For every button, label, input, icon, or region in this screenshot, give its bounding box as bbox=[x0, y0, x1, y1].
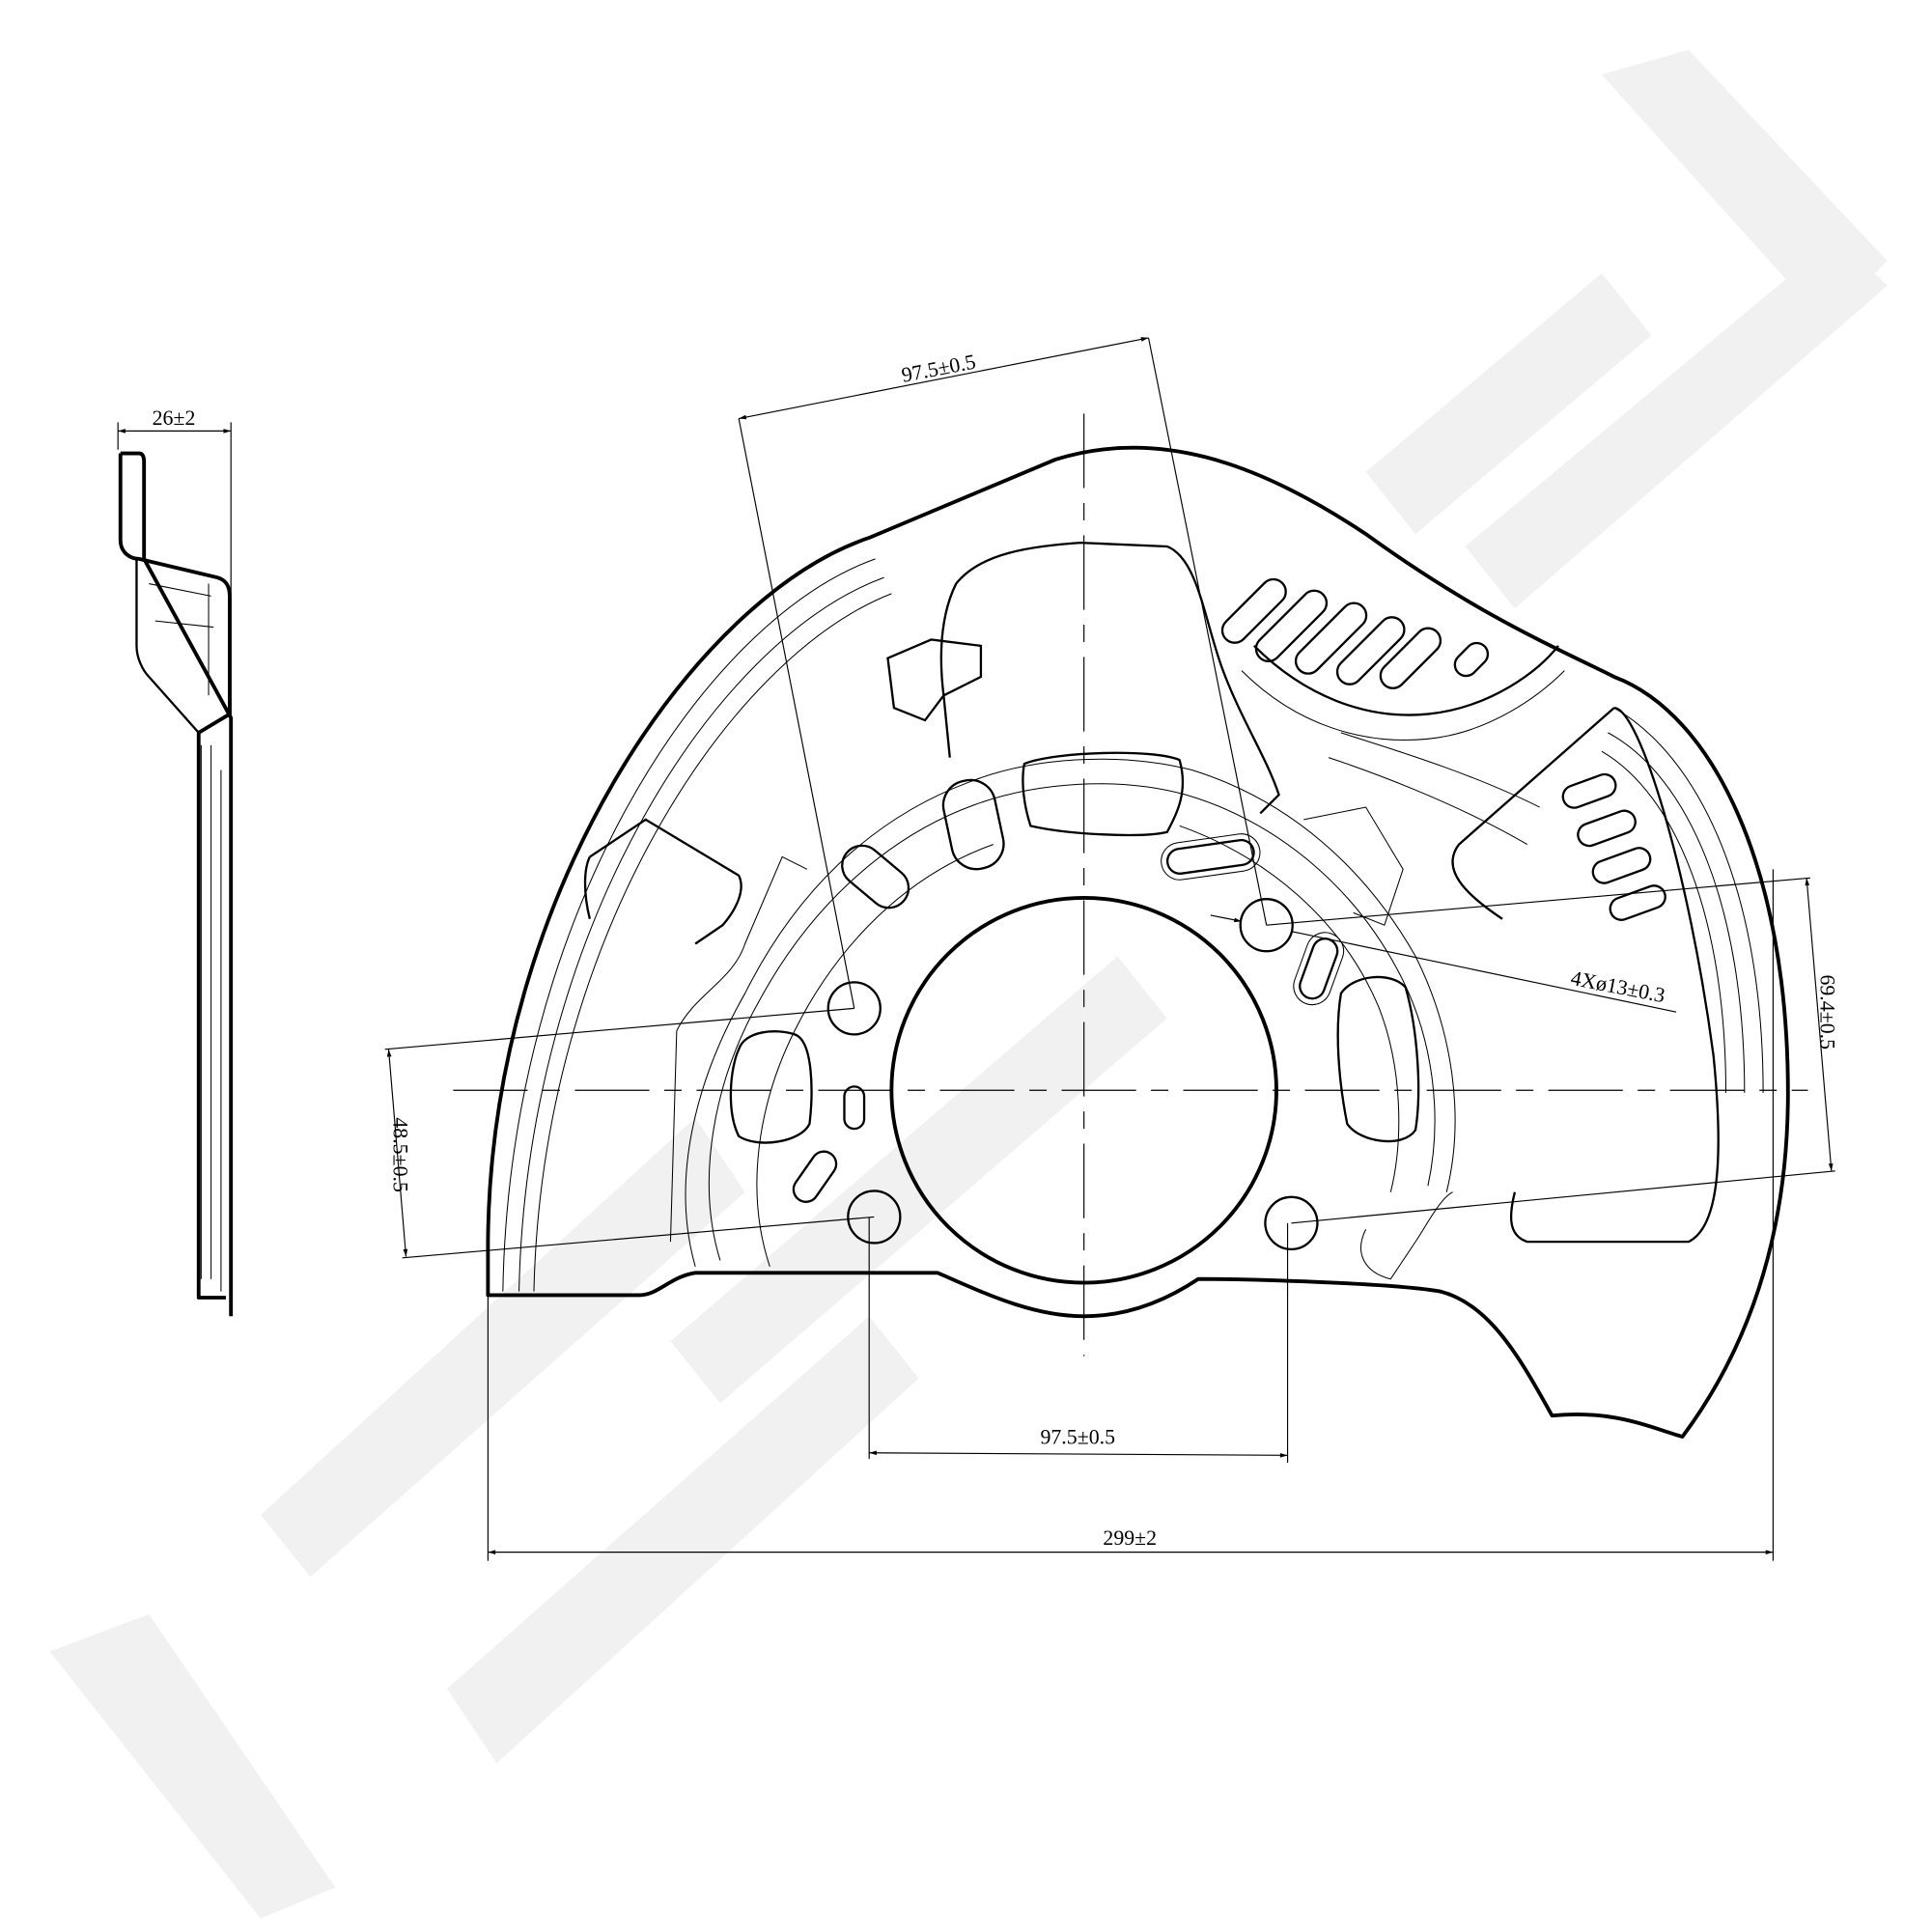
dimension-bottom-bolt-spacing: 97.5±0.5 bbox=[868, 1217, 1289, 1464]
right-vertical-label: 69.4±0.5 bbox=[1815, 974, 1838, 1049]
bolt-hole bbox=[1239, 898, 1294, 953]
side-view: 26±2 bbox=[117, 406, 234, 1317]
bolt-hole bbox=[847, 1189, 902, 1245]
top-bolt-spacing-label: 97.5±0.5 bbox=[900, 350, 978, 386]
watermark bbox=[49, 49, 1888, 1918]
dimension-top-bolt-spacing: 97.5±0.5 bbox=[738, 337, 1268, 1009]
vent-slots-right bbox=[1561, 772, 1666, 921]
dimension-left-vertical: 48.5±0.5 bbox=[384, 1007, 875, 1259]
bolt-hole bbox=[826, 981, 882, 1036]
shield-front-view bbox=[486, 445, 1790, 1439]
side-depth-label: 26±2 bbox=[153, 406, 196, 430]
hole-callout-label: 4Xø13±0.3 bbox=[1569, 966, 1667, 1007]
bottom-bolt-spacing-label: 97.5±0.5 bbox=[1040, 1426, 1115, 1449]
left-vertical-label: 48.5±0.5 bbox=[389, 1117, 412, 1192]
dimension-overall-width: 299±2 bbox=[487, 869, 1774, 1561]
bolt-hole bbox=[1264, 1195, 1319, 1251]
vent-slots-top bbox=[1220, 577, 1490, 689]
dimension-right-vertical: 69.4±0.5 bbox=[1266, 877, 1838, 1224]
overall-width-label: 299±2 bbox=[1103, 1526, 1157, 1550]
hole-callout: 4Xø13±0.3 bbox=[1210, 914, 1677, 1013]
